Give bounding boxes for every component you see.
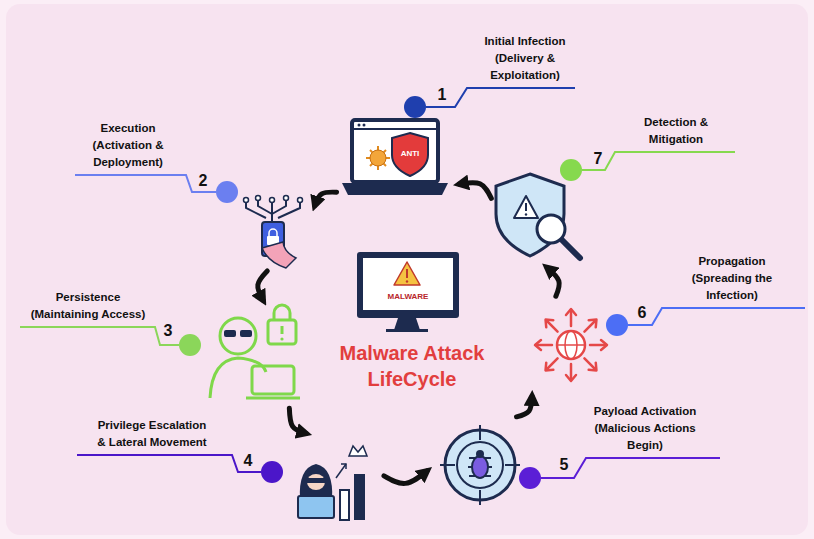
cycle-arrow: [315, 192, 337, 205]
cycle-arrow: [258, 271, 268, 300]
step-label: Payload Activation (Malicious Actions Be…: [588, 403, 702, 454]
step-number: 4: [244, 452, 253, 470]
step-label: Propagation (Spreading the Infection): [684, 253, 780, 304]
step-number: 6: [638, 304, 647, 322]
step-label: Execution (Activation & Deployment): [85, 120, 171, 171]
cycle-arrow: [547, 268, 559, 297]
step-node: Initial Infection (Delivery & Exploitati…: [340, 115, 452, 197]
step-label: Initial Infection (Delivery & Exploitati…: [475, 33, 575, 84]
step-node: Execution (Activation & Deployment)2: [238, 195, 308, 267]
cycle-arrow: [289, 408, 306, 433]
cycle-arrow: [384, 471, 427, 484]
step-label: Privilege Escalation & Lateral Movement: [93, 417, 211, 451]
step-node: Detection & Mitigation7: [495, 172, 567, 260]
step-number: 5: [560, 456, 569, 474]
step-node: Payload Activation (Malicious Actions Be…: [435, 420, 525, 510]
step-number: 2: [199, 172, 208, 190]
icon-text: ANTI: [401, 150, 420, 158]
diagram-title: Malware Attack LifeCycle: [322, 340, 502, 392]
step-node: Propagation (Spreading the Infection)6: [535, 300, 607, 390]
step-label: Detection & Mitigation: [637, 114, 715, 148]
step-node: Persistence (Maintaining Access)3: [205, 308, 305, 405]
step-number: 1: [438, 86, 447, 104]
step-number: 7: [594, 150, 603, 168]
step-label: Persistence (Maintaining Access): [25, 289, 151, 323]
icon-text: MALWARE: [388, 293, 429, 301]
cycle-arrow: [517, 396, 532, 416]
step-number: 3: [164, 322, 173, 340]
cycle-arrow: [459, 183, 491, 199]
step-node: Privilege Escalation & Lateral Movement4: [295, 440, 380, 522]
